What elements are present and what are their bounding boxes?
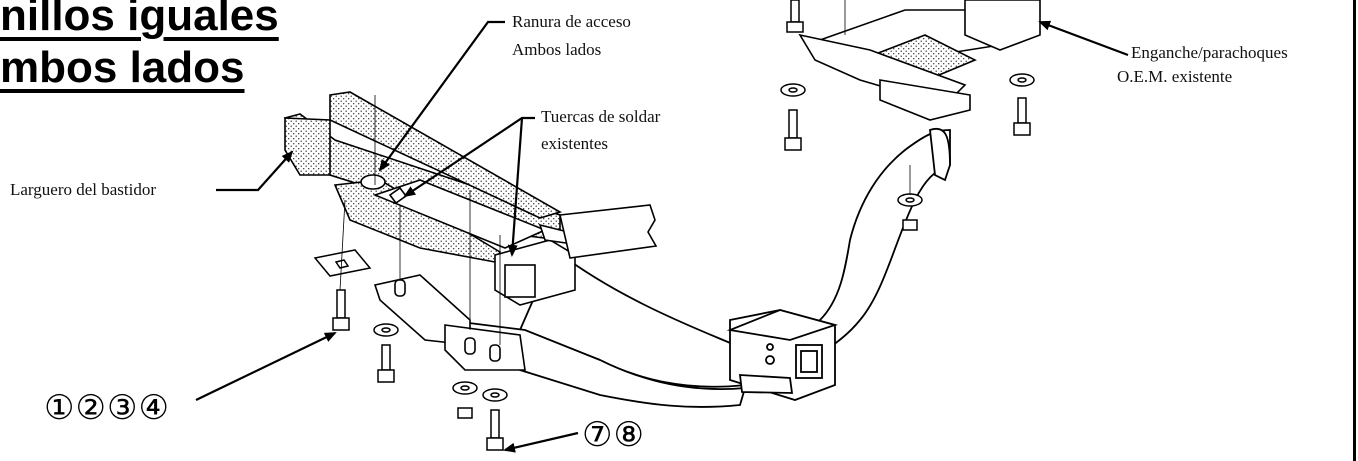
right-side-plate (879, 79, 971, 121)
oem-hitch-label-line-2: O.E.M. existente (1117, 67, 1233, 86)
heading-line-2: mbos lados (0, 43, 245, 92)
leader-lines (195, 20, 1129, 453)
bolt-callout-7-8: ⑦⑧ (582, 415, 645, 455)
frame-rail-label: Larguero del bastidor (10, 180, 157, 199)
oem-hitch-label-line-1: Enganche/parachoques (1131, 43, 1288, 62)
receiver-tube (726, 309, 839, 401)
weld-nuts-label-line-2: existentes (541, 134, 609, 153)
bolt-callout-1-4: ①②③④ (44, 388, 170, 428)
heading-line-1: nillos iguales (0, 0, 279, 40)
bolt-stacks (332, 0, 1035, 451)
oem-bumper-left (559, 204, 658, 259)
page-border (1353, 0, 1356, 461)
weld-nuts-label-line-1: Tuercas de soldar (541, 107, 661, 126)
alignment-lines (339, 0, 911, 345)
access-slot-label-line-1: Ranura de acceso (512, 12, 631, 31)
access-slot-label-line-2: Ambos lados (512, 40, 602, 59)
backing-plate (313, 249, 372, 277)
